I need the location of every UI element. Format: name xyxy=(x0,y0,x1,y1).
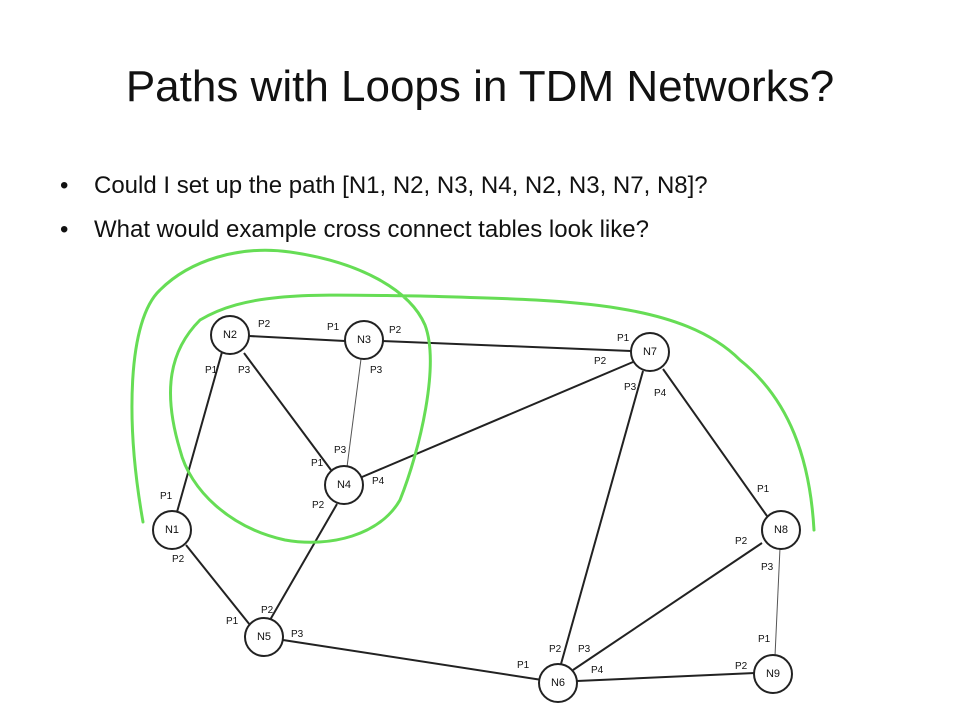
link-n2-n3 xyxy=(248,335,346,342)
port-label: P1 xyxy=(226,616,239,627)
link-n1-n5 xyxy=(185,544,251,626)
node-n7: N7 xyxy=(630,332,670,372)
port-label: P2 xyxy=(549,644,562,655)
port-label: P2 xyxy=(312,500,325,511)
port-label: P2 xyxy=(389,325,402,336)
node-n4: N4 xyxy=(324,465,364,505)
link-n8-n9 xyxy=(774,547,781,657)
link-n7-n8 xyxy=(662,368,768,517)
link-n1-n2 xyxy=(176,351,223,513)
node-n6: N6 xyxy=(538,663,578,703)
port-label: P1 xyxy=(757,484,770,495)
slide-title: Paths with Loops in TDM Networks? xyxy=(125,62,835,111)
port-label: P3 xyxy=(334,445,347,456)
node-label: N3 xyxy=(357,334,371,346)
node-label: N9 xyxy=(766,668,780,680)
bullet-text: Could I set up the path [N1, N2, N3, N4,… xyxy=(94,172,708,199)
port-label: P3 xyxy=(291,629,304,640)
port-label: P2 xyxy=(594,356,607,367)
port-label: P1 xyxy=(205,365,218,376)
bullet-text: What would example cross connect tables … xyxy=(94,216,649,243)
port-label: P1 xyxy=(517,660,530,671)
port-label: P2 xyxy=(735,536,748,547)
bullet-icon: • xyxy=(60,216,69,243)
node-n8: N8 xyxy=(761,510,801,550)
port-label: P1 xyxy=(311,458,324,469)
highlight-loop-outer xyxy=(130,248,816,544)
link-n6-n8 xyxy=(572,542,763,671)
node-label: N6 xyxy=(551,677,565,689)
link-n4-n7 xyxy=(361,361,634,478)
bullet-icon: • xyxy=(60,172,69,199)
bullet-list: • Could I set up the path [N1, N2, N3, N… xyxy=(60,170,708,258)
port-label: P4 xyxy=(372,476,385,487)
link-n6-n9 xyxy=(576,672,756,682)
link-n3-n4 xyxy=(346,358,362,468)
port-label: P3 xyxy=(761,562,774,573)
port-label: P3 xyxy=(578,644,591,655)
node-label: N2 xyxy=(223,329,237,341)
port-label: P2 xyxy=(735,661,748,672)
port-label: P3 xyxy=(370,365,383,376)
port-label: P4 xyxy=(591,665,604,676)
node-label: N7 xyxy=(643,346,657,358)
link-n6-n7 xyxy=(560,370,644,665)
port-label: P3 xyxy=(624,382,637,393)
link-n2-n4 xyxy=(243,352,332,471)
node-n1: N1 xyxy=(152,510,192,550)
node-label: N8 xyxy=(774,524,788,536)
node-label: N5 xyxy=(257,631,271,643)
link-n4-n5 xyxy=(269,503,338,621)
port-label: P1 xyxy=(617,333,630,344)
bullet-item: • What would example cross connect table… xyxy=(60,214,708,246)
port-label: P1 xyxy=(758,634,771,645)
port-label: P2 xyxy=(258,319,271,330)
port-label: P1 xyxy=(327,322,340,333)
port-label: P2 xyxy=(261,605,274,616)
link-n3-n7 xyxy=(381,340,632,352)
node-n9: N9 xyxy=(753,654,793,694)
link-n5-n6 xyxy=(282,639,543,681)
node-n2: N2 xyxy=(210,315,250,355)
port-label: P1 xyxy=(160,491,173,502)
node-label: N1 xyxy=(165,524,179,536)
node-label: N4 xyxy=(337,479,351,491)
bullet-item: • Could I set up the path [N1, N2, N3, N… xyxy=(60,170,708,202)
port-label: P4 xyxy=(654,388,667,399)
node-n5: N5 xyxy=(244,617,284,657)
port-label: P2 xyxy=(172,554,185,565)
node-n3: N3 xyxy=(344,320,384,360)
port-label: P3 xyxy=(238,365,251,376)
